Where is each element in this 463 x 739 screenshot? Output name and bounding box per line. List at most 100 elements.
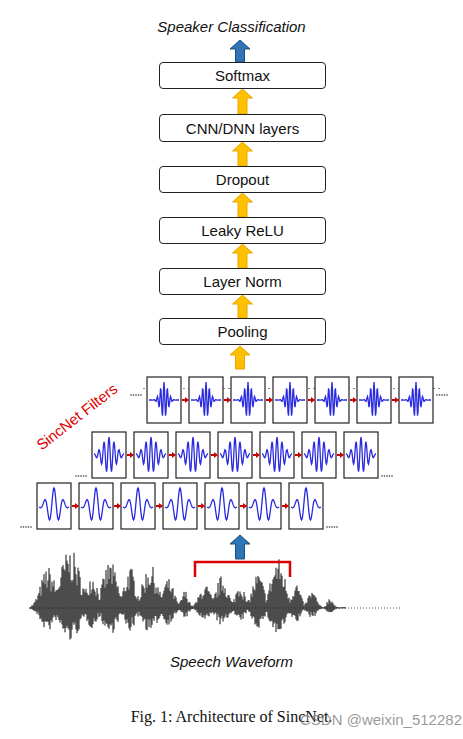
- ellipsis-dot: [28, 526, 30, 528]
- process-box: Pooling: [159, 318, 326, 345]
- red-arrowhead: [340, 452, 344, 458]
- input-label: Speech Waveform: [0, 653, 463, 670]
- process-box: CNN/DNN layers: [159, 114, 326, 142]
- ellipsis-dot: [85, 475, 87, 477]
- red-arrowhead: [256, 452, 260, 458]
- ellipsis-dot: [329, 526, 331, 528]
- filter-box: [247, 483, 281, 529]
- output-title: Speaker Classification: [0, 18, 463, 35]
- output-arrow: [230, 40, 250, 62]
- flow-arrow: [233, 244, 253, 268]
- filter-box: [134, 432, 168, 478]
- sinc-curve: [262, 437, 292, 472]
- ellipsis-dot: [326, 526, 328, 528]
- red-arrowhead: [269, 397, 273, 403]
- flow-arrow: [230, 346, 250, 369]
- sinc-curve: [81, 488, 111, 520]
- red-arrowhead: [185, 397, 189, 403]
- filter-box: [315, 377, 349, 423]
- ellipsis-dot: [138, 394, 140, 396]
- filter-box: [79, 483, 113, 529]
- ellipsis-dot: [83, 475, 85, 477]
- sinc-curve: [123, 488, 153, 520]
- sinc-curve: [346, 437, 376, 472]
- box-label: Dropout: [216, 171, 269, 188]
- flow-arrow: [233, 89, 253, 114]
- flow-arrow: [233, 193, 253, 217]
- ellipsis-dot: [436, 394, 438, 396]
- filter-box: [189, 377, 223, 423]
- watermark: CSDN @weixin_51228224: [300, 711, 463, 728]
- sinc-curve: [220, 437, 250, 472]
- ellipsis-dot: [386, 475, 388, 477]
- process-box: Softmax: [159, 62, 326, 89]
- ellipsis-dot: [384, 475, 386, 477]
- filter-box: [121, 483, 155, 529]
- filter-box: [176, 432, 210, 478]
- ellipsis-dot: [130, 394, 132, 396]
- ellipsis-dot: [80, 475, 82, 477]
- sinc-curve: [149, 382, 179, 416]
- red-arrowhead: [130, 452, 134, 458]
- ellipsis-dot: [446, 394, 448, 396]
- red-arrowhead: [201, 503, 205, 509]
- input-arrow: [230, 535, 250, 559]
- ellipsis-dot: [30, 526, 32, 528]
- red-arrowhead: [285, 503, 289, 509]
- ellipsis-dot: [331, 526, 333, 528]
- filter-box: [273, 377, 307, 423]
- filter-box: [205, 483, 239, 529]
- filter-box: [163, 483, 197, 529]
- ellipsis-dot: [133, 394, 135, 396]
- filter-box: [218, 432, 252, 478]
- filter-row: [130, 377, 448, 423]
- sinc-curve: [165, 488, 195, 520]
- process-box: Dropout: [159, 166, 326, 193]
- filter-box: [357, 377, 391, 423]
- ellipsis-dot: [334, 526, 336, 528]
- box-label: CNN/DNN layers: [186, 120, 299, 137]
- box-label: Softmax: [215, 67, 270, 84]
- ellipsis-dot: [135, 394, 137, 396]
- sinc-curve: [94, 437, 124, 472]
- flow-arrow: [233, 142, 253, 166]
- box-label: Layer Norm: [203, 273, 281, 290]
- filter-box: [302, 432, 336, 478]
- red-arrowhead: [353, 397, 357, 403]
- red-arrowhead: [227, 397, 231, 403]
- ellipsis-dot: [25, 526, 27, 528]
- filter-box: [147, 377, 181, 423]
- sinc-curve: [291, 488, 321, 520]
- box-label: Pooling: [217, 323, 267, 340]
- flow-arrow: [233, 295, 253, 318]
- ellipsis-dot: [391, 475, 393, 477]
- ellipsis-dot: [78, 475, 80, 477]
- filter-box: [260, 432, 294, 478]
- sinc-curve: [39, 488, 69, 520]
- window-bracket: [195, 562, 290, 577]
- filter-box: [344, 432, 378, 478]
- sinc-curve: [401, 382, 431, 416]
- sinc-curve: [178, 437, 208, 472]
- process-box: Leaky ReLU: [159, 217, 326, 244]
- process-box: Layer Norm: [159, 268, 326, 295]
- ellipsis-dot: [441, 394, 443, 396]
- speech-waveform: [30, 553, 345, 640]
- filter-box: [92, 432, 126, 478]
- sinc-curve: [359, 382, 389, 416]
- ellipsis-dot: [75, 475, 77, 477]
- sinc-curve: [275, 382, 305, 416]
- ellipsis-dot: [23, 526, 25, 528]
- ellipsis-dot: [140, 394, 142, 396]
- box-label: Leaky ReLU: [201, 222, 284, 239]
- red-arrowhead: [395, 397, 399, 403]
- sinc-curve: [233, 382, 263, 416]
- filter-row: [20, 483, 338, 529]
- red-arrowhead: [172, 452, 176, 458]
- ellipsis-dot: [444, 394, 446, 396]
- ellipsis-dot: [20, 526, 22, 528]
- sinc-curve: [191, 382, 221, 416]
- filter-box: [289, 483, 323, 529]
